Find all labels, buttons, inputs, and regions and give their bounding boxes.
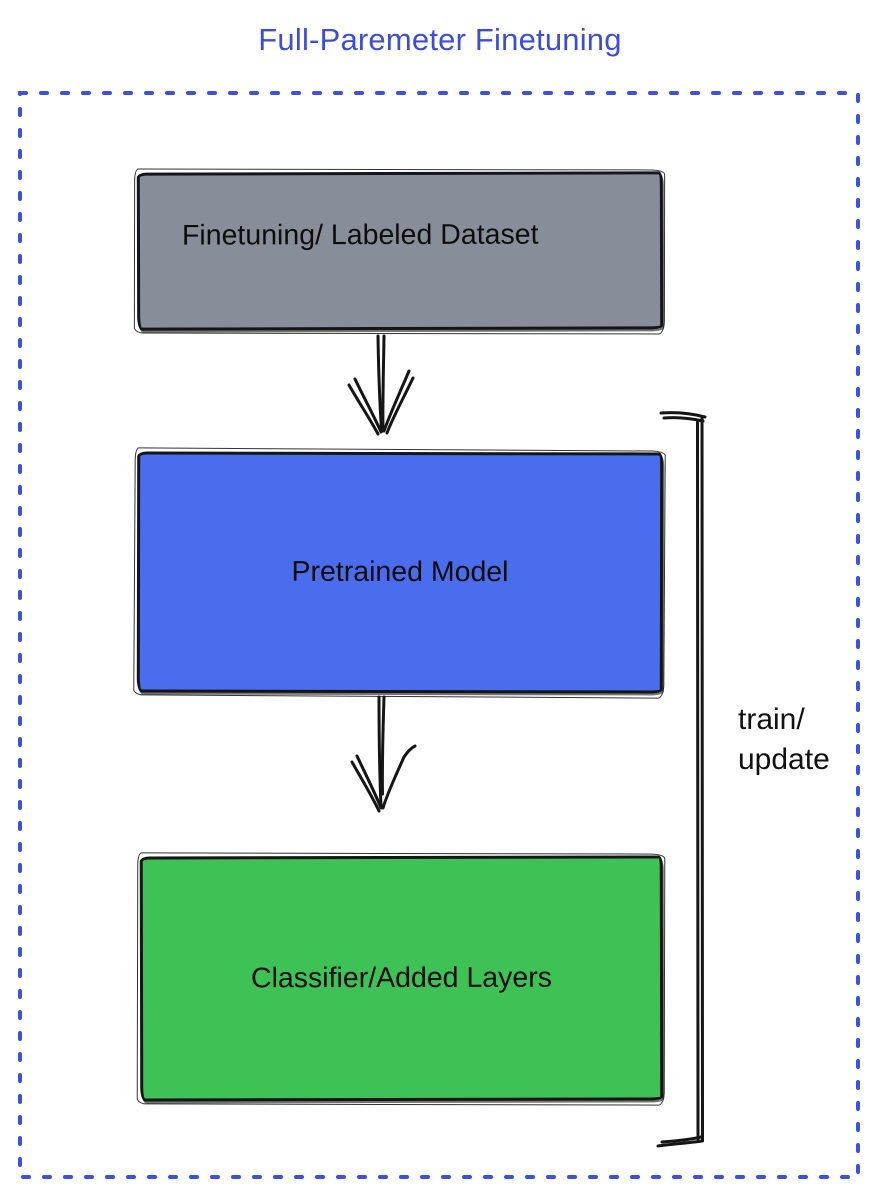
train-update-bracket: [656, 411, 707, 1148]
flow-arrow-dataset-to-pretrained: [347, 334, 415, 436]
train-update-label-line2: update: [738, 743, 830, 776]
train-update-label-line1: train/: [738, 703, 805, 736]
diagram-title: Full-Paremeter Finetuning: [258, 22, 622, 57]
node-classifier-added-layers: Classifier/Added Layers: [139, 855, 664, 1102]
node-finetuning-dataset-label: Finetuning/ Labeled Dataset: [181, 218, 539, 252]
node-pretrained-model: Pretrained Model: [136, 451, 664, 694]
node-classifier-added-layers-label: Classifier/Added Layers: [250, 961, 553, 995]
node-pretrained-model-label: Pretrained Model: [291, 555, 509, 589]
node-finetuning-dataset: Finetuning/ Labeled Dataset: [136, 171, 664, 331]
flow-arrow-pretrained-to-classifier: [350, 695, 417, 813]
train-update-label: train/ update: [738, 700, 830, 780]
